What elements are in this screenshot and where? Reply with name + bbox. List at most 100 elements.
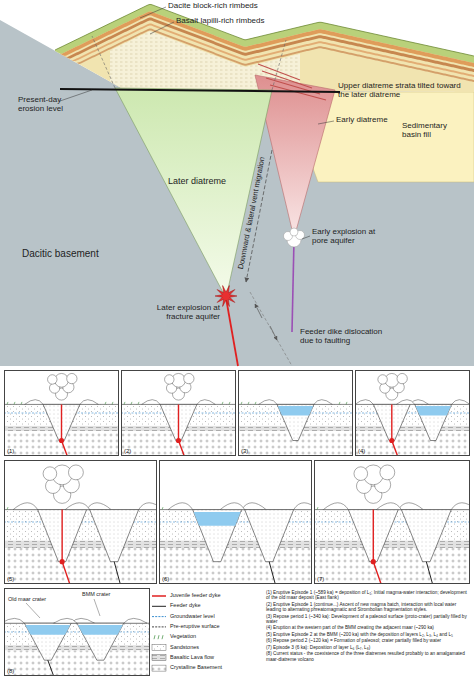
callout-number: (4) [358, 448, 365, 454]
illustration-circle [165, 375, 174, 384]
illustration-path [77, 623, 124, 660]
illustration-rect [4, 588, 150, 676]
illustration-rect [4, 645, 150, 650]
legend-swatch [152, 645, 166, 651]
illustration-circle [59, 438, 64, 443]
illustration-rect [0, 0, 474, 366]
illustration-circle [60, 559, 65, 564]
illustration-path [339, 402, 340, 405]
illustration-path [416, 406, 451, 415]
illustration-path [242, 503, 266, 510]
crater-label: Old maar crater [8, 596, 58, 602]
legend-entry: Vegetation [170, 634, 196, 640]
illustration-path [292, 240, 294, 332]
illustration-path [62, 404, 68, 456]
legend-swatch [152, 655, 166, 661]
illustration-path [318, 121, 334, 124]
legend-entry: Groundwater level [170, 614, 215, 620]
illustration-path [314, 400, 332, 405]
stage-note: (3) Repose period 1 (~340 ka): Developme… [266, 614, 472, 625]
illustration-rect [159, 541, 312, 548]
illustration-path [355, 400, 373, 405]
illustration-path [168, 503, 192, 510]
illustration-path [13, 503, 37, 510]
illustration-path [124, 618, 147, 623]
illustration-path [90, 510, 139, 562]
illustration-circle [397, 373, 407, 383]
stage-panel: (7) [314, 460, 470, 584]
stage-panel: (4) [355, 370, 470, 456]
basin-label: Sedimentary basin fill [402, 122, 466, 140]
illustration-path [140, 7, 166, 18]
illustration-path [250, 292, 292, 366]
legend-entry: Juvenile feeder dyke [170, 593, 220, 599]
illustration-rect [314, 460, 470, 584]
illustration-path [392, 404, 398, 456]
illustration-path [179, 404, 185, 456]
illustration-rect [4, 650, 150, 676]
illustration-path [162, 507, 163, 510]
illustration-path [451, 503, 470, 510]
illustration-path [302, 236, 310, 239]
illustration-path [138, 402, 139, 405]
illustration-rect [355, 370, 470, 456]
illustration-path [105, 402, 106, 405]
basement-label: Dacitic basement [22, 248, 132, 259]
legend-entry: Crystalline Basement [170, 665, 222, 671]
illustration-path [194, 512, 241, 526]
stage-note: (6) Repose period 2 (~120 ka) = Formatio… [266, 638, 472, 643]
illustration-path [26, 603, 40, 618]
callout-number: (7) [317, 576, 324, 582]
illustration-circle [67, 373, 77, 383]
illustration-path [277, 404, 314, 440]
illustration-circle [378, 375, 387, 384]
illustration-path [269, 562, 275, 584]
legend-entry: Feeder dyke [170, 603, 201, 609]
legend-swatch [152, 595, 166, 597]
illustration-rect [4, 460, 157, 584]
illustration-rect [159, 548, 312, 584]
illustration-path [114, 562, 120, 584]
illustration-path [150, 22, 174, 34]
legend-entry: Basaltic Lava flow [170, 655, 214, 661]
legend-swatch [158, 635, 159, 639]
illustration-path [278, 406, 313, 415]
illustration-rect [355, 404, 470, 426]
stage-note: (1) Eruptive Episode 1 (~589 ka) = depos… [266, 590, 472, 601]
illustration-circle [371, 559, 376, 564]
illustration-path [55, 23, 474, 77]
callout-number: (3) [241, 448, 248, 454]
illustration-path [226, 298, 238, 366]
strata-label: Upper diatreme strata tilted toward the … [338, 82, 462, 100]
illustration-path [259, 400, 277, 405]
illustration-path [112, 402, 113, 405]
illustration-path [248, 402, 249, 405]
illustration-path [142, 400, 160, 405]
crater-label: BMM crater [82, 591, 132, 597]
illustration-path [131, 402, 132, 405]
stage-panel: (2) [121, 370, 236, 456]
illustration-rect [4, 548, 157, 584]
illustration-rect [314, 548, 470, 584]
illustration-rect [121, 370, 236, 456]
diatreme-label: Early diatreme [336, 116, 398, 125]
legend-entry: Sandstones [170, 645, 199, 651]
illustration-path [94, 599, 100, 616]
illustration-circle [290, 228, 298, 236]
diatreme-label: Later diatreme [168, 176, 248, 186]
illustration-path [139, 503, 157, 510]
illustration-rect [355, 426, 470, 431]
notes-block: (1) Eruptive Episode 1 (~589 ka) = depos… [266, 590, 472, 663]
stage-panel: (6) [159, 460, 312, 584]
legend-swatch [162, 635, 163, 639]
illustration-circle [68, 465, 83, 480]
illustration-rect [4, 541, 157, 548]
illustration-path [87, 503, 111, 510]
illustration-path [65, 503, 89, 510]
illustration-path [376, 503, 401, 510]
illustration-path [7, 402, 8, 405]
legend-swatch [154, 635, 155, 639]
stage-note: (4) Eruption at the western part of the … [266, 625, 472, 630]
